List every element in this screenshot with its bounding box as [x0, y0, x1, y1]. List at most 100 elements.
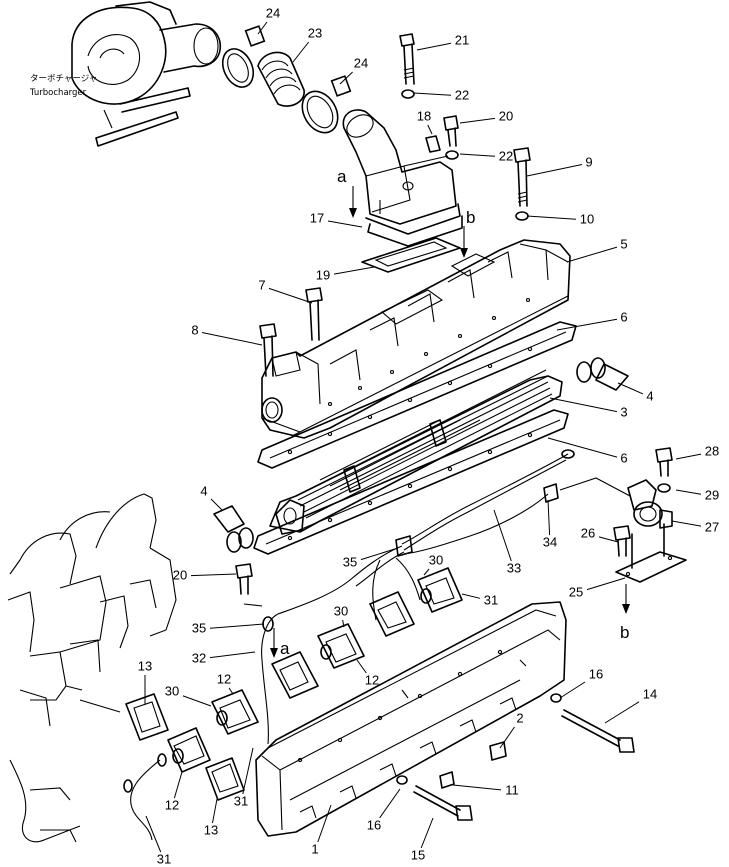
callout-number: 6 [620, 450, 627, 465]
callout-number: 16 [367, 817, 381, 832]
callout-number: 14 [643, 686, 657, 701]
callout-leader [190, 573, 237, 577]
callout-c15: 15 [411, 817, 434, 862]
callout-leader [427, 124, 433, 135]
callout-leader [459, 153, 496, 157]
callout-c14: 14 [604, 686, 657, 724]
bolt-26 [613, 525, 631, 557]
callout-leader [675, 453, 702, 460]
callout-leader [566, 246, 618, 263]
callout-c4a: 4 [617, 382, 654, 403]
callout-leader [459, 117, 496, 124]
cooler-core-3 [269, 369, 563, 535]
callout-leader [317, 804, 332, 843]
callout-leader [547, 499, 551, 536]
callout-number: 4 [646, 388, 653, 403]
arrow-a-lower: a [270, 628, 290, 658]
callout-leader [209, 623, 265, 629]
callout-leader [671, 520, 702, 527]
lower-housing-1 [255, 601, 567, 837]
callout-number: 12 [165, 797, 179, 812]
callout-c22a: 22 [413, 87, 469, 102]
callout-number: 31 [234, 793, 248, 808]
callout-number: 12 [365, 672, 379, 687]
callout-number: 15 [411, 847, 425, 862]
callout-leader [413, 92, 452, 96]
bolt-21 [399, 33, 415, 85]
callout-number: 30 [334, 603, 348, 618]
callout-number: 7 [258, 277, 265, 292]
callout-c30c: 30 [165, 683, 212, 707]
callout-c16b: 16 [367, 788, 401, 832]
callout-leader [559, 681, 586, 699]
exhaust-elbow-17 [342, 109, 463, 247]
washer-10 [515, 211, 529, 221]
callout-number: 19 [316, 267, 330, 282]
callout-c18: 18 [417, 108, 433, 135]
callout-leader [145, 815, 162, 853]
o-rings-4-right [576, 357, 629, 391]
cover-12-lower-left [167, 727, 211, 773]
stud-18 [425, 135, 441, 153]
callout-leader [257, 21, 268, 35]
o-rings-4-left [213, 505, 254, 553]
callout-c12b: 12 [217, 671, 234, 695]
callout-number: 5 [620, 236, 627, 251]
callout-leader [292, 41, 310, 63]
washer-29 [657, 483, 671, 493]
bolt-9 [513, 147, 531, 207]
callout-c20b: 20 [173, 567, 237, 582]
callout-c19: 19 [316, 266, 375, 282]
arrow-b-upper: b [460, 208, 475, 258]
letter-a-lower: a [280, 639, 290, 658]
callout-leader [379, 788, 401, 819]
gasket-6-lower [253, 409, 569, 555]
callout-number: 1 [311, 841, 318, 856]
exhaust-manifold-5 [261, 239, 571, 439]
callout-number: 22 [499, 148, 513, 163]
callout-c30b: 30 [334, 603, 348, 628]
callout-number: 30 [165, 683, 179, 698]
callout-number: 31 [157, 851, 171, 866]
callout-number: 22 [455, 87, 469, 102]
seal-ring-24-upper [221, 48, 255, 88]
washer-16-left [396, 775, 408, 785]
washer-22-lower [445, 150, 459, 160]
callout-c13a: 13 [138, 658, 152, 705]
sensor-assembly-27 [559, 477, 687, 583]
callout-number: 10 [580, 211, 594, 226]
callout-leader [617, 382, 644, 395]
seal-ring-24-lower [301, 90, 339, 134]
drain-plug-2 [489, 741, 507, 761]
callout-leader [212, 798, 218, 824]
arrow-b-lower: b [620, 584, 630, 642]
callout-leader [210, 498, 223, 511]
callout-leader [556, 318, 618, 331]
callout-leader [228, 687, 234, 695]
callout-leader [675, 489, 702, 495]
washer-16-right [550, 693, 562, 703]
callout-leader [604, 701, 640, 724]
callout-number: 25 [569, 584, 583, 599]
callout-c5: 5 [566, 236, 628, 263]
bellows-23 [257, 51, 305, 107]
callout-c12a: 12 [356, 659, 379, 687]
callout-c3: 3 [549, 397, 628, 419]
callout-leader [209, 651, 256, 659]
callout-c1: 1 [311, 804, 332, 856]
callout-c4b: 4 [200, 483, 223, 511]
callout-c24b: 24 [339, 55, 368, 85]
callout-number: 24 [354, 55, 368, 70]
callout-number: 4 [200, 483, 207, 498]
callout-leader [526, 215, 577, 220]
callout-number: 20 [173, 567, 187, 582]
callout-leader [268, 287, 313, 304]
callout-c7: 7 [258, 277, 313, 304]
callout-number: 3 [620, 404, 627, 419]
callout-number: 20 [499, 108, 513, 123]
callout-leader [586, 577, 626, 591]
callout-c35b: 35 [192, 620, 265, 635]
callout-leader [182, 695, 212, 707]
callout-number: 23 [308, 25, 322, 40]
